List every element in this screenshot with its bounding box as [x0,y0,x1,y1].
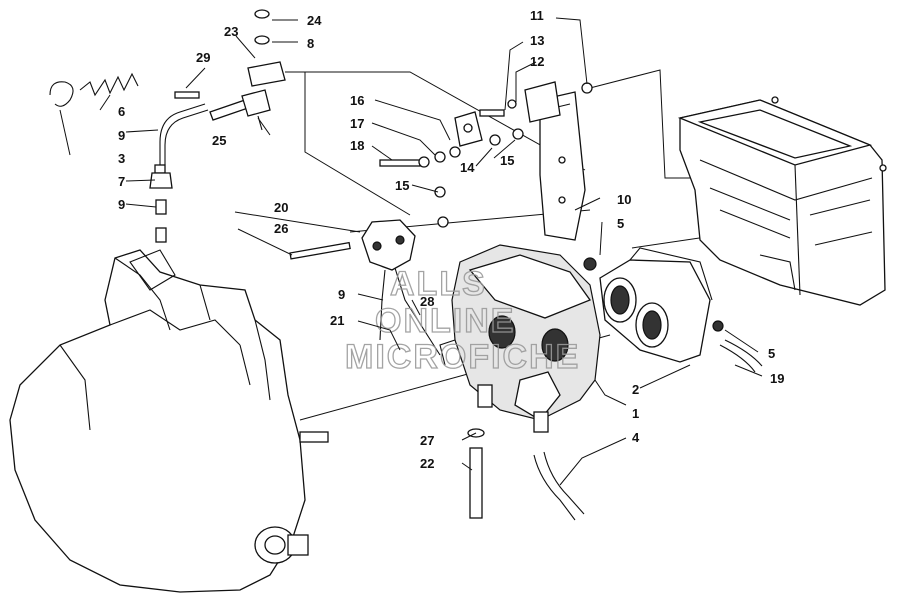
callout-18: 18 [350,138,364,153]
callout-5b: 5 [768,346,775,361]
callout-11: 11 [530,8,544,23]
callout-19: 19 [770,371,784,386]
leader-lines [59,17,763,486]
callout-16: 16 [350,93,364,108]
cable-bracket [454,111,483,147]
callout-10: 10 [617,192,631,207]
hardware-middle [289,82,724,332]
callout-22: 26 [274,221,288,236]
callout-20: 20 [274,200,288,215]
callout-7: 7 [118,174,125,189]
callout-1: 1 [632,406,639,421]
callout-6: 4 [632,430,640,445]
callout-9a: 9 [338,287,345,302]
callout-15b: 15 [395,178,409,193]
callout-12: 12 [530,54,544,69]
engine [9,249,329,593]
callout-17: 17 [350,116,364,131]
callout-26: 22 [420,456,434,471]
watermark-line-1: ALLS [390,265,487,303]
callout-14: 14 [460,160,475,175]
callout-4: 6 [118,104,125,119]
callout-3: 3 [118,151,125,166]
fuel-lines-left [149,89,271,243]
callout-24: 24 [307,13,322,28]
airbox [677,96,887,306]
callout-25: 25 [212,133,226,148]
watermark-line-2: ONLINE [375,302,515,340]
watermark: ALLS ONLINE MICROFICHE [344,264,580,376]
spring-and-clamp [49,72,139,107]
callout-28: 28 [420,294,434,309]
callout-2: 2 [632,382,639,397]
callout-9b: 9 [118,128,125,143]
callout-15a: 15 [500,153,514,168]
callout-29: 29 [196,50,210,65]
callout-13: 13 [530,33,544,48]
callout-9c: 9 [118,197,125,212]
callout-21: 21 [330,313,344,328]
callout-27: 27 [420,433,434,448]
callout-5a: 5 [617,216,624,231]
hoses-bottom [467,339,763,521]
callout-8: 8 [307,36,314,51]
carburetors [439,244,601,433]
intake-adaptor [599,247,713,363]
callout-labels: 23 24 8 29 11 13 12 16 17 18 14 15 15 10… [118,8,784,471]
watermark-line-3: MICROFICHE [345,338,580,376]
hardware-top [174,9,286,99]
upper-mount [524,81,561,123]
callout-23: 23 [224,24,238,39]
